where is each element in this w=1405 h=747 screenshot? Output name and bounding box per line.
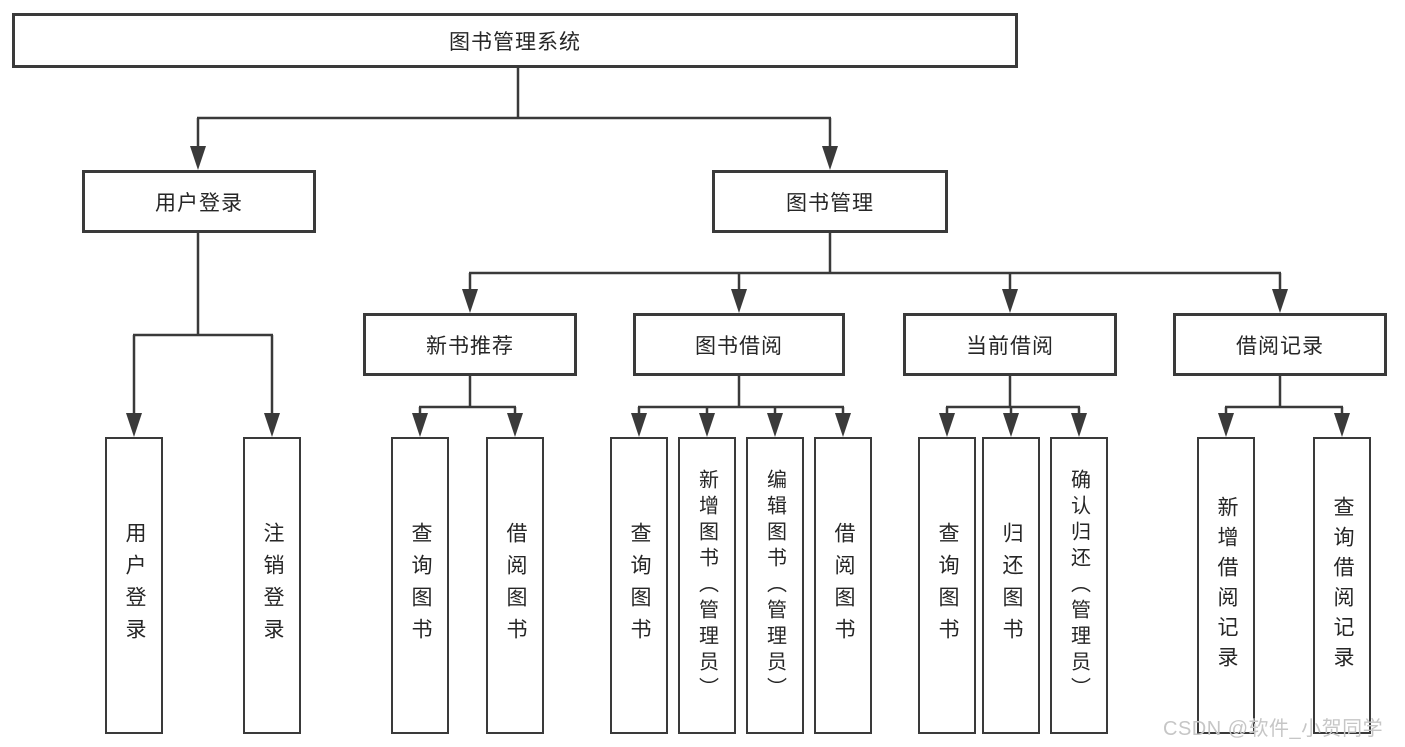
node-current-return-books-label: 归还图书 xyxy=(1000,521,1023,650)
node-borrow-borrow-books: 借阅图书 xyxy=(814,437,872,734)
node-logout: 注销登录 xyxy=(243,437,301,734)
node-user-login: 用户登录 xyxy=(82,170,316,233)
node-new-book-recommendation: 新书推荐 xyxy=(363,313,577,376)
csdn-watermark: CSDN @软件_小贺同学 xyxy=(1163,718,1384,740)
node-current-return-books: 归还图书 xyxy=(982,437,1040,734)
node-current-borrowing: 当前借阅 xyxy=(903,313,1117,376)
node-book-management-label: 图书管理 xyxy=(786,191,874,215)
node-borrow-add-books-admin: 新增图书（管理员） xyxy=(678,437,736,734)
node-current-borrowing-label: 当前借阅 xyxy=(966,334,1054,358)
node-current-query-books: 查询图书 xyxy=(918,437,976,734)
node-borrowing-records: 借阅记录 xyxy=(1173,313,1387,376)
node-logout-label: 注销登录 xyxy=(261,521,284,650)
node-records-add-borrow-record: 新增借阅记录 xyxy=(1197,437,1255,734)
node-new-book-recommendation-label: 新书推荐 xyxy=(426,334,514,358)
node-library-management-system: 图书管理系统 xyxy=(12,13,1018,68)
node-book-borrowing-label: 图书借阅 xyxy=(695,334,783,358)
node-login: 用户登录 xyxy=(105,437,163,734)
node-login-label: 用户登录 xyxy=(123,521,146,650)
node-book-management: 图书管理 xyxy=(712,170,948,233)
node-borrow-add-books-admin-label: 新增图书（管理员） xyxy=(695,468,718,703)
node-library-management-system-label: 图书管理系统 xyxy=(449,30,581,54)
node-newbook-query-books: 查询图书 xyxy=(391,437,449,734)
node-book-borrowing: 图书借阅 xyxy=(633,313,845,376)
node-current-confirm-return-admin: 确认归还（管理员） xyxy=(1050,437,1108,734)
node-records-query-borrow-record: 查询借阅记录 xyxy=(1313,437,1371,734)
node-borrow-borrow-books-label: 借阅图书 xyxy=(832,521,855,650)
node-newbook-borrow-books-label: 借阅图书 xyxy=(504,521,527,650)
node-current-query-books-label: 查询图书 xyxy=(936,521,959,650)
node-records-query-borrow-record-label: 查询借阅记录 xyxy=(1331,495,1354,676)
node-current-confirm-return-admin-label: 确认归还（管理员） xyxy=(1067,468,1090,703)
node-borrow-query-books: 查询图书 xyxy=(610,437,668,734)
node-user-login-label: 用户登录 xyxy=(155,191,243,215)
node-borrow-query-books-label: 查询图书 xyxy=(628,521,651,650)
node-newbook-query-books-label: 查询图书 xyxy=(409,521,432,650)
node-borrow-edit-books-admin-label: 编辑图书（管理员） xyxy=(763,468,786,703)
node-records-add-borrow-record-label: 新增借阅记录 xyxy=(1215,495,1238,676)
node-borrow-edit-books-admin: 编辑图书（管理员） xyxy=(746,437,804,734)
node-borrowing-records-label: 借阅记录 xyxy=(1236,334,1324,358)
node-newbook-borrow-books: 借阅图书 xyxy=(486,437,544,734)
